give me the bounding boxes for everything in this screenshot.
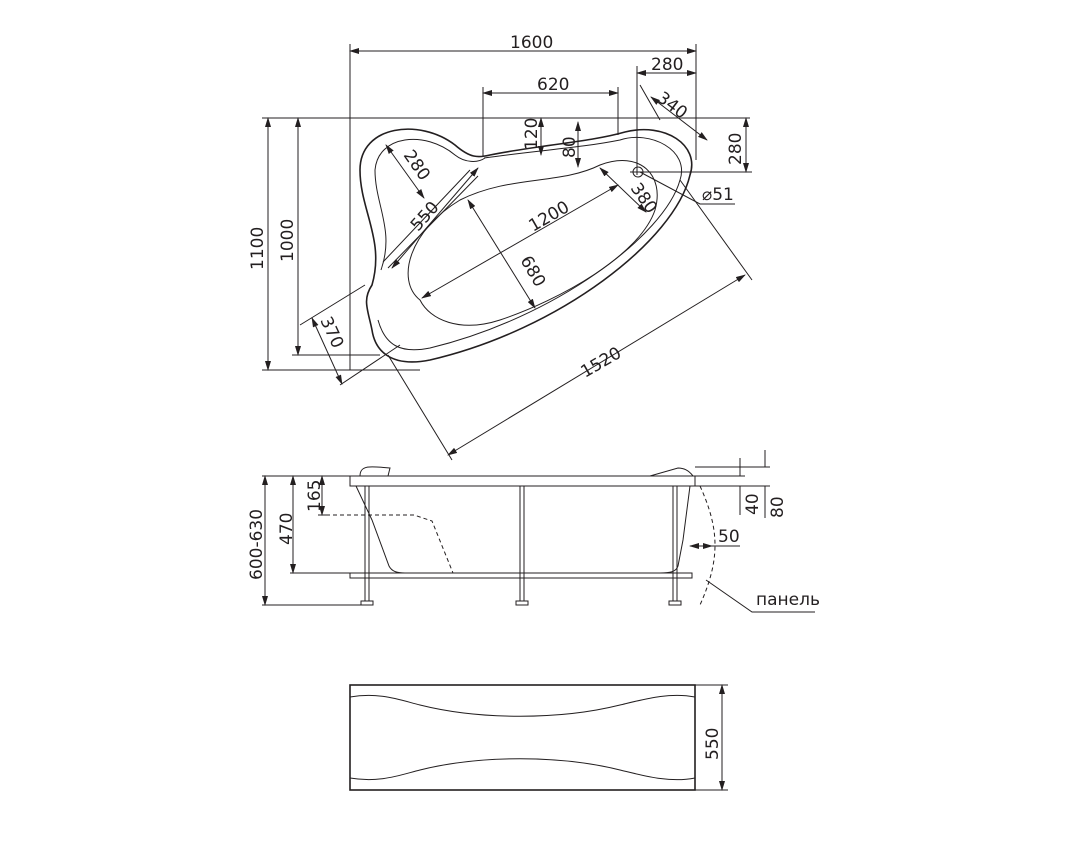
label-370: 370	[315, 314, 347, 352]
label-165: 165	[305, 480, 325, 512]
label-1100: 1100	[248, 227, 268, 270]
legs	[360, 485, 682, 606]
label-40: 40	[743, 493, 763, 515]
drain-icon	[632, 166, 644, 178]
label-diameter-51: ⌀51	[702, 185, 734, 205]
label-280-right: 280	[726, 133, 746, 165]
label-80-side: 80	[768, 496, 788, 518]
label-550-panel: 550	[703, 728, 723, 760]
top-view: 1600 280 620 340 280 ⌀51 120 80 280 550 …	[248, 33, 753, 461]
basin-outline	[407, 160, 658, 326]
label-620: 620	[537, 75, 569, 95]
label-80: 80	[560, 136, 580, 158]
frame-bar	[349, 572, 693, 579]
tub-rim	[349, 475, 696, 487]
panel-label: панель	[756, 590, 820, 610]
label-280-top: 280	[651, 55, 683, 75]
front-panel	[349, 684, 696, 791]
label-1520: 1520	[578, 343, 625, 382]
label-120: 120	[522, 118, 542, 150]
label-50: 50	[718, 527, 740, 547]
panel-view: 550	[349, 684, 728, 791]
panel-outline	[699, 485, 716, 606]
side-view: 600-630 470 165 40 80 50 панель	[247, 450, 820, 613]
tub-outer-rim	[359, 128, 693, 363]
label-600-630: 600-630	[247, 509, 267, 580]
label-1000: 1000	[278, 219, 298, 262]
label-1200: 1200	[526, 197, 573, 236]
label-1600: 1600	[510, 33, 553, 53]
label-280-seat: 280	[399, 146, 434, 184]
label-470: 470	[277, 513, 297, 545]
